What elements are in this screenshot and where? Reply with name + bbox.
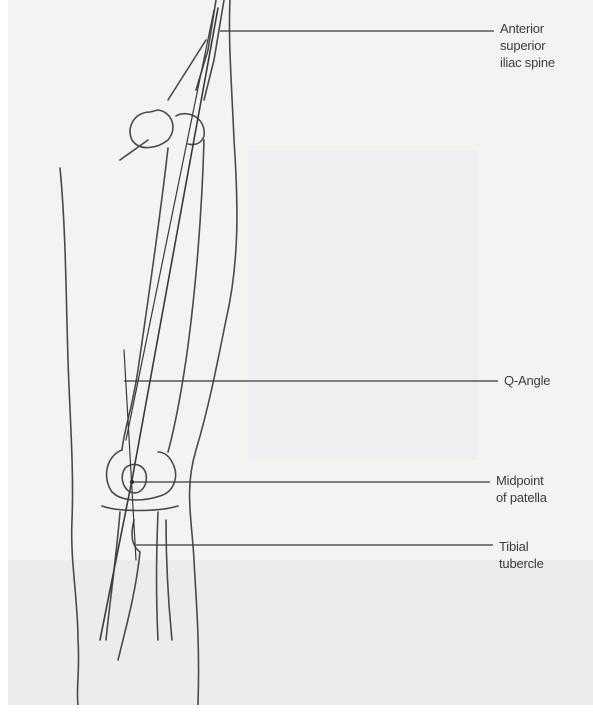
femoral-head — [130, 110, 173, 148]
tibial-plateau — [102, 506, 178, 511]
leg-anatomy-drawing — [8, 0, 593, 705]
background-tint — [248, 150, 478, 460]
tibial-tubercle — [132, 520, 140, 552]
label-anterior-superior-iliac-spine: Anterior superior iliac spine — [500, 20, 555, 71]
quadriceps-line — [126, 10, 214, 440]
femoral-condyles — [107, 450, 176, 500]
label-q-angle: Q-Angle — [504, 372, 550, 389]
q-angle-diagram: Anterior superior iliac spine Q-Angle Mi… — [8, 0, 593, 705]
label-midpoint-of-patella: Midpoint of patella — [496, 472, 547, 506]
patella-midpoint-dot — [130, 480, 134, 484]
label-tibial-tubercle: Tibial tubercle — [499, 538, 544, 572]
bleed-through-text-area — [8, 560, 593, 705]
iliac-line-3 — [168, 40, 206, 100]
asis-to-patella-line — [132, 8, 218, 480]
